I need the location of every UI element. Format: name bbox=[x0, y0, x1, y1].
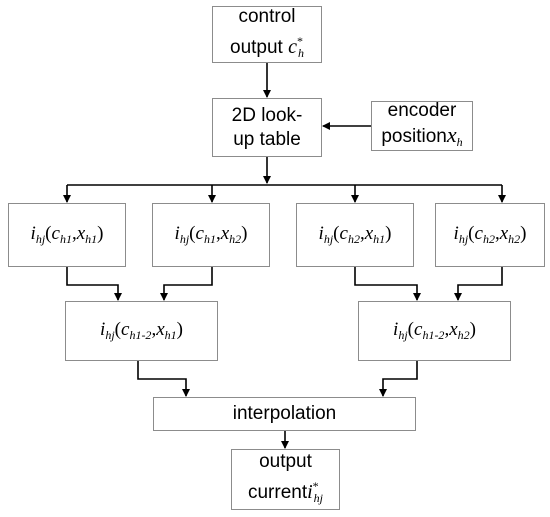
table-cell-c1-x1: ihj(ch1,xh1) bbox=[8, 203, 126, 267]
output-line2: current bbox=[247, 481, 308, 503]
encoder-line2: position bbox=[381, 125, 447, 147]
cell-1-expression: ihj(ch1,xh1) bbox=[30, 223, 104, 246]
control-output-line1: control bbox=[238, 5, 296, 27]
output-current-box: output currenti*hj bbox=[231, 449, 340, 510]
output-symbol: i*hj bbox=[307, 478, 324, 505]
merged-c12-x2: ihj(ch1-2,xh2) bbox=[358, 301, 511, 361]
lookup-table-line1: 2D look- bbox=[231, 104, 303, 126]
arrow-merged-2-to-interp bbox=[379, 361, 418, 397]
lookup-table-line2: up table bbox=[233, 128, 301, 150]
merged-c12-x1: ihj(ch1-2,xh1) bbox=[65, 301, 218, 361]
control-output-line2: output bbox=[230, 36, 283, 58]
encoder-line2-row: positionxh bbox=[381, 121, 463, 154]
arrow-cell-4-to-merged-2 bbox=[454, 267, 503, 301]
control-output-box: control output c*h bbox=[212, 6, 322, 63]
arrow-cell-3-to-merged-2 bbox=[354, 267, 421, 301]
arrow-cell-1-to-merged-1 bbox=[66, 267, 122, 301]
interpolation-box: interpolation bbox=[153, 397, 416, 431]
cell-2-expression: ihj(ch1,xh2) bbox=[174, 223, 248, 246]
cell-3-expression: ihj(ch2,xh1) bbox=[318, 223, 392, 246]
control-output-line2-row: output c*h bbox=[230, 29, 304, 65]
interpolation-label: interpolation bbox=[232, 403, 337, 424]
table-cell-c2-x1: ihj(ch2,xh1) bbox=[296, 203, 414, 267]
lookup-table-box: 2D look- up table bbox=[212, 98, 322, 157]
control-output-symbol: c*h bbox=[288, 33, 304, 60]
encoder-position-box: encoder positionxh bbox=[371, 99, 473, 154]
encoder-line1: encoder bbox=[387, 99, 457, 121]
output-line1: output bbox=[259, 450, 312, 472]
arrow-merged-1-to-interp bbox=[137, 361, 190, 397]
merged-1-expression: ihj(ch1-2,xh1) bbox=[100, 319, 183, 342]
encoder-symbol: xh bbox=[446, 121, 463, 149]
table-cell-c2-x2: ihj(ch2,xh2) bbox=[435, 203, 545, 267]
cell-4-expression: ihj(ch2,xh2) bbox=[453, 223, 527, 246]
output-line2-row: currenti*hj bbox=[248, 474, 323, 510]
merged-2-expression: ihj(ch1-2,xh2) bbox=[393, 319, 476, 342]
table-cell-c1-x2: ihj(ch1,xh2) bbox=[152, 203, 270, 267]
arrow-cell-2-to-merged-1 bbox=[160, 267, 213, 301]
